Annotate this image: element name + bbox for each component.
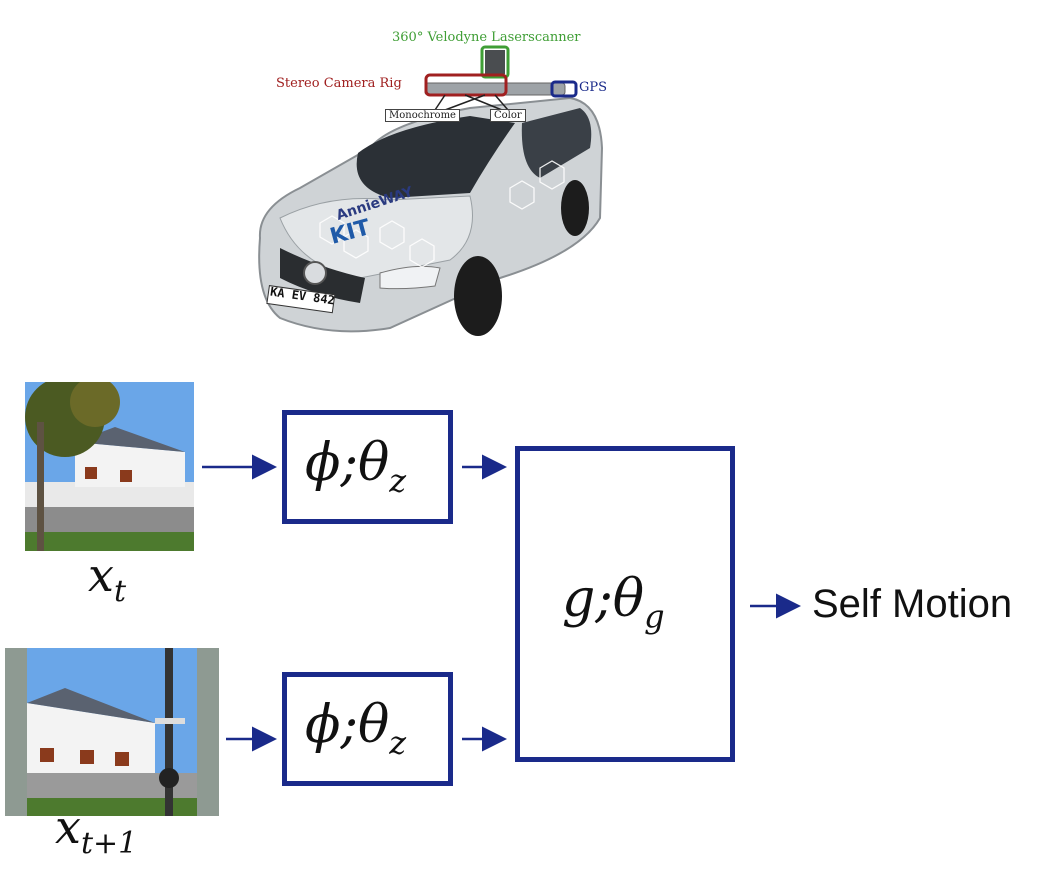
encoder-bottom-label: ϕ;θz xyxy=(305,695,406,761)
laserscanner-label: 360° Velodyne Laserscanner xyxy=(392,30,581,45)
encoder-bottom-subscript: z xyxy=(389,723,407,762)
frame-t1-image xyxy=(5,648,219,816)
output-label: Self Motion xyxy=(812,582,1013,626)
frame-t-label: xt xyxy=(88,548,126,609)
car-illustration: 360° Velodyne Laserscanner Stereo Camera… xyxy=(240,28,640,358)
stereo-camera-label: Stereo Camera Rig xyxy=(276,76,402,91)
frame-t1-subscript: t+1 xyxy=(80,826,138,862)
motion-network-symbol: g;θ xyxy=(562,569,645,629)
frame-t1-symbol: x xyxy=(55,800,81,854)
encoder-box-top: ϕ;θz xyxy=(282,410,453,524)
frame-t-subscript: t xyxy=(113,574,127,610)
motion-network-box: g;θg xyxy=(515,446,735,762)
encoder-top-symbol: ϕ;θ xyxy=(305,433,390,493)
encoder-box-bottom: ϕ;θz xyxy=(282,672,453,786)
encoder-bottom-symbol: ϕ;θ xyxy=(305,695,390,755)
motion-network-subscript: g xyxy=(644,597,665,636)
encoder-top-subscript: z xyxy=(389,461,407,500)
frame-t1-label: xt+1 xyxy=(55,800,137,861)
color-label: Color xyxy=(490,109,526,122)
gps-label: GPS xyxy=(579,80,608,95)
frame-t-symbol: x xyxy=(88,548,114,602)
frame-t-image xyxy=(25,382,194,551)
encoder-top-label: ϕ;θz xyxy=(305,433,406,499)
motion-network-label: g;θg xyxy=(562,569,665,635)
monochrome-label: Monochrome xyxy=(385,109,460,122)
car-image xyxy=(258,45,604,336)
